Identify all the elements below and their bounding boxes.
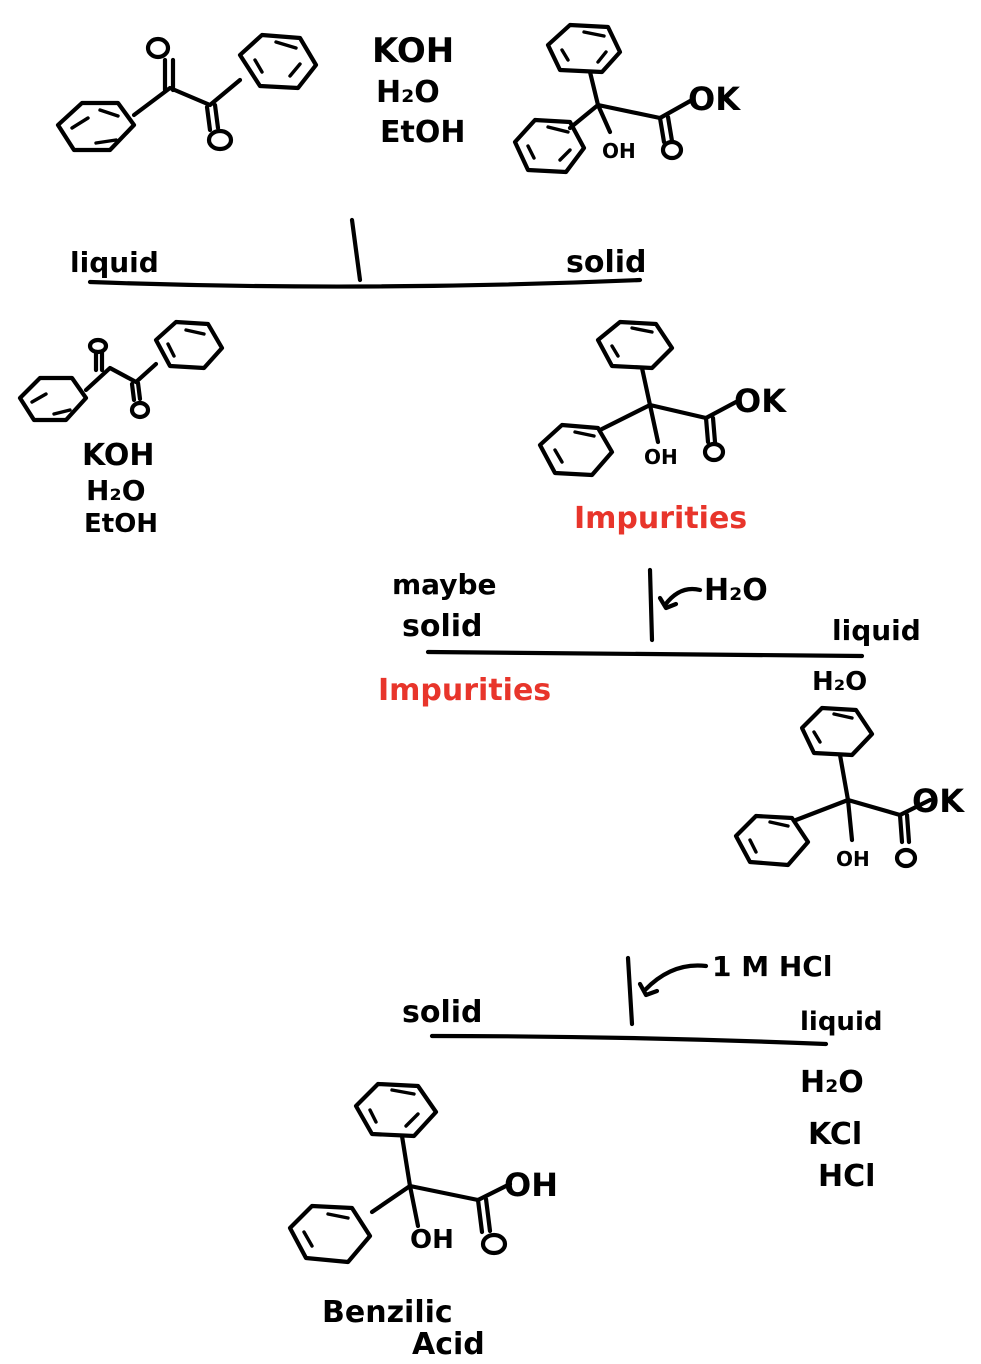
impurities-note-1: Impurities [574,501,747,536]
benzene-ring [353,1081,439,1139]
benzene-ring [153,319,225,371]
left-content-water: H₂O [86,474,146,507]
benzil-structure-top [55,32,319,153]
benzene-ring [595,319,675,371]
benzene-ring [512,117,587,175]
benzene-ring [55,100,137,153]
separation-2-reagent: H₂O [704,573,768,608]
right-content-kcl: KCl [808,1117,862,1152]
impurities-note-2: Impurities [378,673,551,708]
separation-1: liquid solid [70,217,647,289]
separation-2-left-label-1: maybe [392,568,497,601]
benzene-ring [799,705,875,758]
potassium-benzilate-top: OH OK [512,22,741,175]
benzene-ring [537,422,615,478]
reagent-water: H₂O [376,75,440,110]
hydroxyl-label: OH [644,445,678,469]
separation-3-right-label: liquid [800,1007,882,1037]
separation-1-left-label: liquid [70,246,159,279]
product-name-line-2: Acid [412,1327,485,1362]
separation-1-left-contents: KOH H₂O EtOH [82,438,158,539]
hydroxyl-label: OH [410,1225,454,1255]
reagent-ethanol: EtOH [380,115,465,150]
separation-2-right-label: liquid [832,614,921,647]
separation-3-left-label: solid [402,995,483,1030]
benzilic-acid-structure: OH OH [287,1081,558,1265]
potassium-carboxylate-label: OK [734,382,787,420]
reagent-koh: KOH [372,31,454,71]
separation-3-reagent: 1 M HCl [712,950,832,983]
potassium-benzilate-middle: OH OK [537,319,787,478]
potassium-carboxylate-label: OK [688,80,741,118]
separation-3-right-contents: H₂O KCl HCl [800,1065,875,1194]
hydroxyl-label: OH [602,139,636,163]
right-content-water: H₂O [800,1065,864,1100]
separation-2-right-content-water: H₂O [812,667,867,697]
benzil-structure-left [17,319,225,423]
carboxylic-acid-label: OH [504,1166,558,1204]
separation-2: H₂O maybe solid liquid [392,567,921,659]
product-name: Benzilic Acid [322,1295,485,1362]
benzene-ring [17,375,89,423]
hydroxyl-label: OH [836,847,870,871]
potassium-carboxylate-label: OK [912,782,965,820]
separation-2-left-label-2: solid [402,609,483,644]
left-content-koh: KOH [82,438,155,473]
separation-3: 1 M HCl solid liquid [402,950,882,1047]
potassium-benzilate-lower: OH OK [733,705,965,871]
benzene-ring [545,22,623,75]
product-name-line-1: Benzilic [322,1295,453,1330]
left-content-ethanol: EtOH [84,509,158,539]
reaction-reagents: KOH H₂O EtOH [372,31,465,150]
separation-1-right-label: solid [566,245,647,280]
benzene-ring [733,813,811,868]
benzene-ring [237,32,319,91]
benzene-ring [287,1203,373,1265]
right-content-hcl: HCl [818,1159,875,1194]
